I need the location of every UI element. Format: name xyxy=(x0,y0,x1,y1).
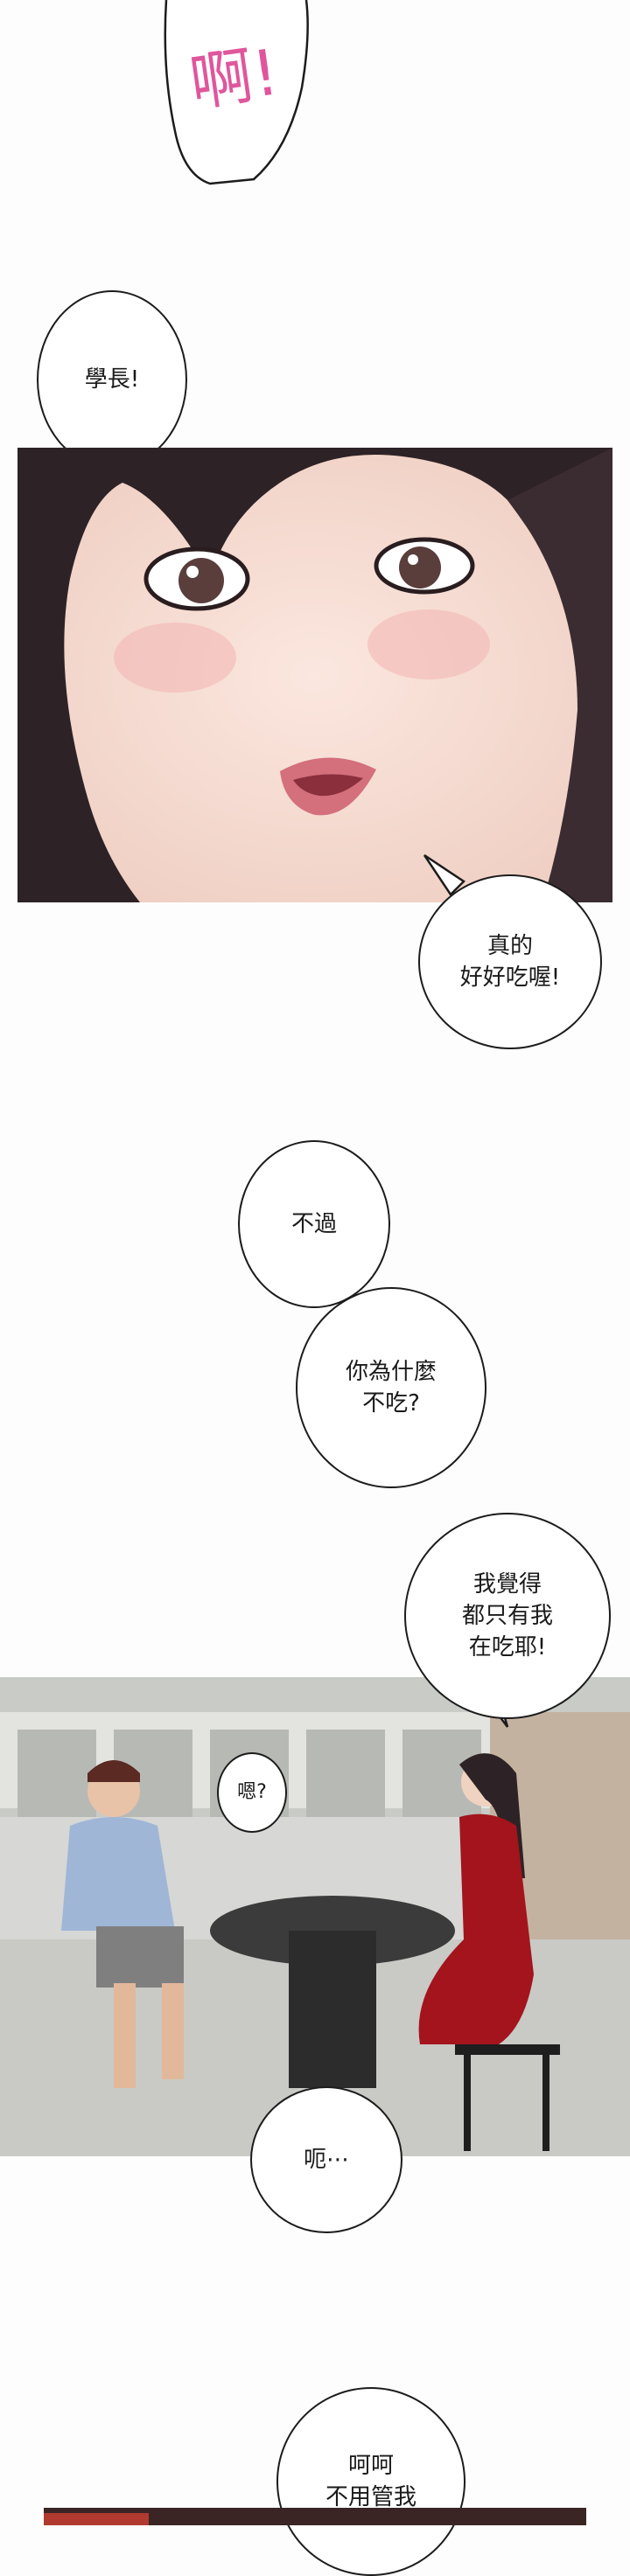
panel-closeup-face xyxy=(18,448,612,902)
speech-bubble-1: 學長! xyxy=(37,290,187,469)
speech-bubble-5: 我覺得 都只有我 在吃耶! xyxy=(404,1513,611,1719)
panel-bottom-partial xyxy=(44,2508,586,2525)
sfx-text: 啊! xyxy=(186,35,284,120)
speech-text-1: 學長! xyxy=(84,366,140,393)
speech-text-7: 呃⋯ xyxy=(303,2147,349,2173)
panel-restaurant-scene xyxy=(0,1677,630,2156)
speech-tail-2 xyxy=(423,853,466,896)
speech-text-4: 你為什麼 不吃? xyxy=(345,1359,437,1417)
speech-bubble-8: 呵呵 不用管我 xyxy=(276,2387,466,2576)
restaurant-illustration xyxy=(0,1677,630,2156)
panel-bottom-skin xyxy=(44,2513,149,2525)
speech-bubble-4: 你為什麼 不吃? xyxy=(296,1287,486,1488)
speech-text-2: 真的 好好吃喔! xyxy=(459,933,561,991)
speech-bubble-7: 呃⋯ xyxy=(250,2086,402,2233)
speech-text-5: 我覺得 都只有我 在吃耶! xyxy=(461,1571,553,1660)
sfx-bubble: 啊! xyxy=(164,0,309,185)
speech-text-8: 呵呵 不用管我 xyxy=(325,2453,416,2510)
speech-text-3: 不過 xyxy=(290,1211,337,1237)
speech-text-6: 嗯? xyxy=(237,1781,267,1803)
face-illustration xyxy=(18,448,612,902)
speech-bubble-2: 真的 好好吃喔! xyxy=(418,874,602,1049)
speech-bubble-3: 不過 xyxy=(238,1140,390,1308)
speech-bubble-6: 嗯? xyxy=(217,1752,287,1833)
